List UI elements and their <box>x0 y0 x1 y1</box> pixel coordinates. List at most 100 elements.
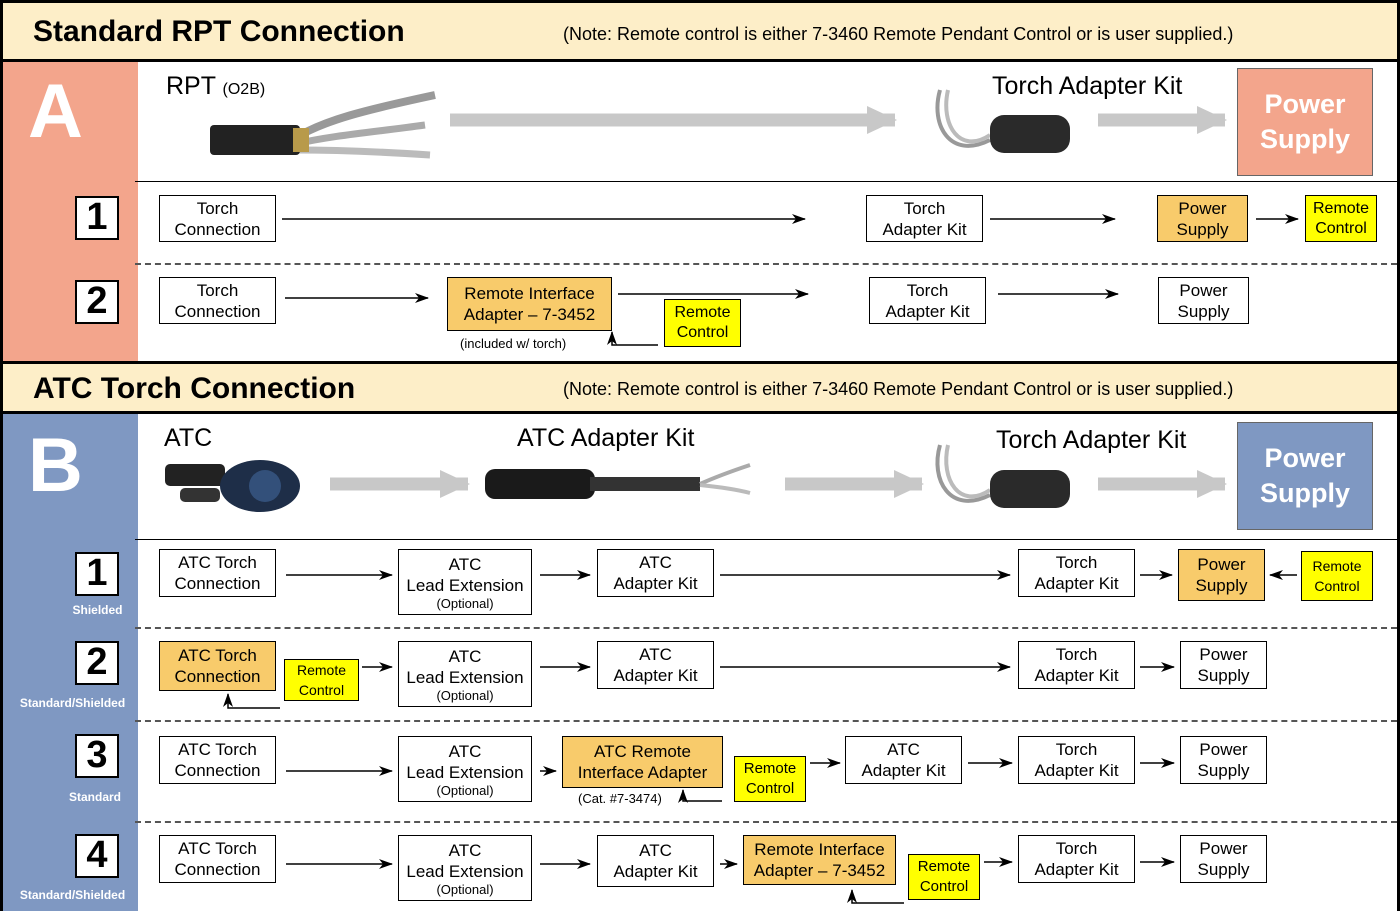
label-line2: Control <box>1315 219 1367 237</box>
row-b2-atc-lead-extension: ATC Lead Extension (Optional) <box>398 641 532 707</box>
arrow <box>847 889 904 904</box>
label-line1: ATC <box>448 554 482 574</box>
label-line1: Torch <box>903 198 946 218</box>
row-b4-atc-lead-extension: ATC Lead Extension (Optional) <box>398 835 532 901</box>
row-b4-sub: Standard/Shielded <box>19 888 126 902</box>
label-line2: Supply <box>1197 666 1250 685</box>
torch-adapter-kit-photo-b <box>935 444 1070 508</box>
rpt-label: RPT (O2B) <box>166 72 265 101</box>
label-line1: Remote <box>1312 199 1370 217</box>
label-line1: Torch <box>196 280 239 300</box>
label-line1: Torch <box>1055 553 1098 572</box>
label-line2: Connection <box>174 219 261 239</box>
label-line2: Connection <box>174 667 261 686</box>
row-a1-power-supply: Power Supply <box>1157 195 1248 242</box>
section-b-title: ATC Torch Connection <box>33 372 356 405</box>
row-b1-remote-control: Remote Control <box>1301 551 1373 601</box>
arrow <box>607 331 658 346</box>
row-a2-remote-interface-adapter: Remote Interface Adapter – 7-3452 <box>447 277 612 331</box>
label-line2: Control <box>676 324 729 341</box>
section-a-letter: A <box>28 69 83 154</box>
rpt-sub-text: (O2B) <box>222 81 266 98</box>
section-b-dash-2 <box>135 720 1397 722</box>
label-line1: ATC Torch <box>178 740 257 759</box>
row-b1-power-supply: Power Supply <box>1178 549 1265 601</box>
label-line1: Torch <box>1055 740 1098 759</box>
label-line1: Remote Interface <box>754 840 885 859</box>
row-a2-number: 2 <box>75 280 119 324</box>
row-b2-atc-adapter-kit: ATC Adapter Kit <box>597 641 714 689</box>
row-b1-torch-adapter-kit: Torch Adapter Kit <box>1018 549 1135 597</box>
section-a-divider <box>135 181 1397 182</box>
row-a2-included-note: (included w/ torch) <box>460 336 567 351</box>
row-b3-atc-remote-interface-adapter: ATC Remote Interface Adapter <box>562 736 723 788</box>
label-line2: Adapter Kit <box>1034 574 1119 593</box>
label-line2: Supply <box>1177 301 1230 321</box>
row-a2-power-supply: Power Supply <box>1158 277 1249 324</box>
label-line2: Adapter Kit <box>613 666 698 685</box>
label-line1: Torch <box>906 280 949 300</box>
label-line2: Control <box>298 682 345 698</box>
label-line2: Adapter Kit <box>1034 666 1119 685</box>
optional-note: (Optional) <box>436 595 494 611</box>
label-line2: Control <box>1314 578 1360 594</box>
label-line1: Torch <box>196 198 239 218</box>
label-line2: Supply <box>1197 860 1250 879</box>
label-line2: Connection <box>174 301 261 321</box>
row-b4-torch-adapter-kit: Torch Adapter Kit <box>1018 835 1135 883</box>
label-line2: Supply <box>1176 219 1229 239</box>
label-line2: Adapter – 7-3452 <box>753 861 886 880</box>
section-a-power-supply: Power Supply <box>1237 68 1373 176</box>
label-line1: Power <box>1199 839 1248 858</box>
row-a1-number: 1 <box>75 196 119 240</box>
label-line2: Lead Extension <box>406 667 524 687</box>
section-b-letter: B <box>28 423 83 508</box>
arrow <box>223 693 280 709</box>
label-line2: Adapter Kit <box>1034 860 1119 879</box>
label-line1: Remote <box>1312 558 1362 574</box>
row-b4-remote-interface-adapter: Remote Interface Adapter – 7-3452 <box>743 835 896 885</box>
row-b3-atc-torch-connection: ATC Torch Connection <box>159 736 276 784</box>
section-b-dash-3 <box>135 821 1397 823</box>
label-line2: Adapter Kit <box>882 219 967 239</box>
row-b1-number: 1 <box>75 552 119 596</box>
rpt-cable-photo <box>210 91 436 159</box>
label-line1: Power <box>1197 555 1246 574</box>
row-b3-torch-adapter-kit: Torch Adapter Kit <box>1018 736 1135 784</box>
power-supply-line2: Supply <box>1259 478 1350 508</box>
row-b2-remote-control: Remote Control <box>284 659 359 701</box>
label-line2: Interface Adapter <box>577 763 708 782</box>
label-line1: Power <box>1199 740 1248 759</box>
row-b4-atc-torch-connection: ATC Torch Connection <box>159 835 276 883</box>
row-b3-remote-control: Remote Control <box>734 756 806 802</box>
label-line1: ATC <box>887 740 920 759</box>
label-line2: Adapter Kit <box>885 301 970 321</box>
label-line2: Supply <box>1195 576 1248 595</box>
label-line2: Lead Extension <box>406 861 524 881</box>
atc-label: ATC <box>164 424 213 452</box>
optional-note: (Optional) <box>436 782 494 798</box>
label-line2: Adapter Kit <box>861 761 946 780</box>
label-line1: Torch <box>1055 839 1098 858</box>
label-line2: Control <box>919 878 969 895</box>
row-b3-sub: Standard <box>68 790 121 804</box>
row-a2-torch-adapter-kit: Torch Adapter Kit <box>869 277 986 324</box>
row-b3-power-supply: Power Supply <box>1180 736 1267 784</box>
row-b2-sub: Standard/Shielded <box>19 696 126 710</box>
power-supply-line1: Power <box>1264 89 1346 119</box>
rpt-text: RPT <box>166 72 216 100</box>
row-b1-atc-adapter-kit: ATC Adapter Kit <box>597 549 714 597</box>
row-b4-power-supply: Power Supply <box>1180 835 1267 883</box>
label-line2: Connection <box>174 761 261 780</box>
label-line2: Adapter Kit <box>1034 761 1119 780</box>
label-line1: ATC <box>448 741 482 761</box>
row-b4-remote-control: Remote Control <box>908 854 980 900</box>
row-a1-torch-connection: Torch Connection <box>159 195 276 242</box>
label-line1: Power <box>1178 198 1227 218</box>
label-line1: Power <box>1179 280 1228 300</box>
label-line2: Connection <box>174 860 261 879</box>
section-b-header: ATC Torch Connection (Note: Remote contr… <box>0 364 1400 414</box>
row-a1-torch-adapter-kit: Torch Adapter Kit <box>866 195 983 242</box>
label-line2: Supply <box>1197 761 1250 780</box>
label-line2: Lead Extension <box>406 575 524 595</box>
